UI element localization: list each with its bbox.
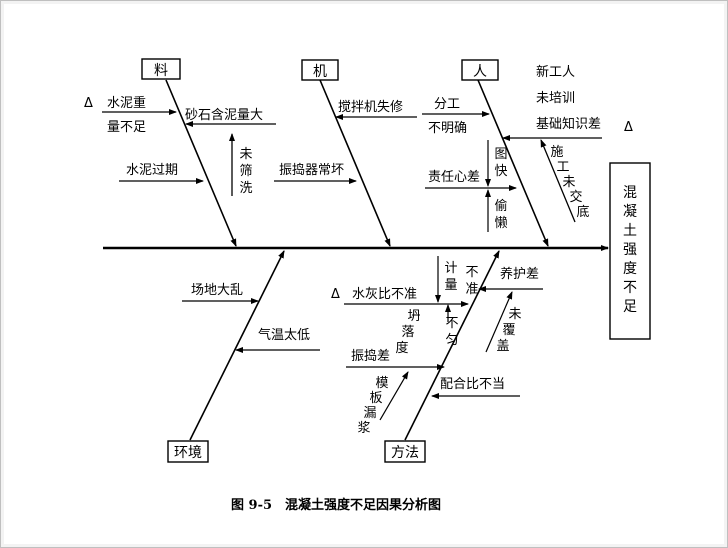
cause-curing: 养护差 (500, 266, 539, 282)
arrow-not-covered (485, 291, 513, 353)
svg-text:交: 交 (569, 189, 582, 205)
category-label-environment: 环境 (174, 445, 202, 461)
cause-cement-expired: 水泥过期 (126, 163, 178, 178)
svg-text:漏: 漏 (363, 405, 376, 421)
cause-not-accurate: 不 准 (465, 265, 478, 297)
svg-text:模: 模 (375, 376, 388, 391)
category-box-method (384, 440, 426, 463)
cause-not-covered: 未 覆 盖 (496, 307, 521, 354)
category-label-material: 料 (154, 63, 168, 79)
cause-formwork-leak: 模 板 漏 浆 (357, 376, 388, 436)
bone-method (404, 250, 500, 441)
figure-caption: 图 9-5 混凝土强度不足因果分析图 (231, 497, 441, 513)
category-label-method: 方法 (391, 445, 419, 461)
cause-cement-overweight-2: 量不足 (107, 120, 146, 135)
effect-text: 混 凝 土 强 度 不 足 (623, 185, 637, 315)
cause-responsibility: 责任心差 (428, 170, 480, 185)
svg-text:不: 不 (465, 265, 478, 280)
svg-text:土: 土 (623, 223, 637, 239)
effect-box (609, 162, 651, 340)
category-box-material (141, 58, 181, 80)
cause-not-sieved: 未 筛 洗 (239, 147, 252, 196)
svg-text:未: 未 (239, 147, 252, 162)
svg-text:工: 工 (556, 160, 569, 175)
arrow-formwork-leak (379, 371, 409, 421)
svg-text:覆: 覆 (502, 323, 515, 338)
svg-text:度: 度 (623, 261, 637, 277)
bone-environment (189, 250, 285, 441)
svg-text:未: 未 (508, 307, 521, 322)
svg-text:量: 量 (444, 278, 457, 293)
svg-text:不: 不 (445, 316, 458, 331)
svg-text:底: 底 (576, 204, 589, 220)
cause-cement-overweight-1: 水泥重 (107, 95, 146, 111)
bone-material (165, 79, 237, 247)
cause-new-worker-3: 基础知识差 (536, 116, 601, 132)
svg-text:匀: 匀 (445, 333, 458, 348)
triangle-mark-wc-ratio: Δ (331, 287, 340, 302)
svg-text:筛: 筛 (239, 164, 252, 179)
svg-text:浆: 浆 (357, 421, 370, 436)
arrow-no-briefing (540, 139, 576, 223)
triangle-mark-new-worker: Δ (624, 120, 633, 135)
svg-text:洗: 洗 (239, 181, 252, 196)
category-label-people: 人 (473, 64, 487, 80)
cause-mix-ratio: 配合比不当 (440, 377, 505, 392)
svg-text:施: 施 (550, 145, 563, 160)
cause-rush: 图 快 (494, 147, 507, 179)
svg-text:懒: 懒 (494, 216, 507, 231)
cause-division-2: 不明确 (428, 121, 467, 136)
svg-text:未: 未 (562, 175, 575, 190)
svg-text:盖: 盖 (496, 339, 509, 354)
category-label-machine: 机 (313, 64, 327, 80)
category-box-environment (167, 440, 209, 463)
cause-not-uniform: 不 匀 (445, 316, 458, 348)
svg-text:准: 准 (465, 282, 478, 297)
svg-text:偷: 偷 (494, 199, 507, 214)
svg-text:计: 计 (444, 261, 457, 276)
svg-text:落: 落 (401, 325, 414, 340)
cause-mixer-repair: 搅拌机失修 (338, 99, 403, 115)
triangle-mark-cement: Δ (84, 96, 93, 111)
cause-new-worker-1: 新工人 (536, 64, 575, 80)
bone-people (477, 79, 549, 247)
svg-text:度: 度 (395, 340, 408, 356)
svg-text:板: 板 (369, 391, 382, 406)
cause-low-temp: 气温太低 (258, 327, 310, 343)
cause-wc-ratio: 水灰比不准 (352, 287, 417, 302)
svg-text:快: 快 (494, 164, 507, 179)
cause-new-worker-2: 未培训 (536, 90, 575, 106)
svg-text:凝: 凝 (623, 204, 637, 220)
cause-division-1: 分工 (434, 97, 460, 112)
svg-text:足: 足 (623, 299, 637, 315)
cause-vibrator-broken: 振捣器常坏 (279, 162, 344, 178)
svg-text:混: 混 (623, 185, 637, 201)
cause-site-chaos: 场地大乱 (191, 283, 243, 298)
cause-sand-mud: 砂石含泥量大 (185, 107, 263, 123)
svg-text:不: 不 (623, 280, 637, 296)
cause-slump: 坍 落 度 (395, 309, 420, 356)
category-box-people (461, 59, 499, 81)
bone-machine (319, 79, 391, 247)
cause-no-briefing: 施 工 未 交 底 (550, 145, 589, 220)
cause-lazy: 偷 懒 (494, 199, 507, 231)
cause-measure: 计 量 (444, 261, 457, 293)
svg-text:坍: 坍 (407, 309, 420, 324)
cause-vibration-poor: 振捣差 (351, 348, 390, 364)
svg-text:图: 图 (494, 147, 507, 162)
svg-text:强: 强 (623, 242, 637, 258)
